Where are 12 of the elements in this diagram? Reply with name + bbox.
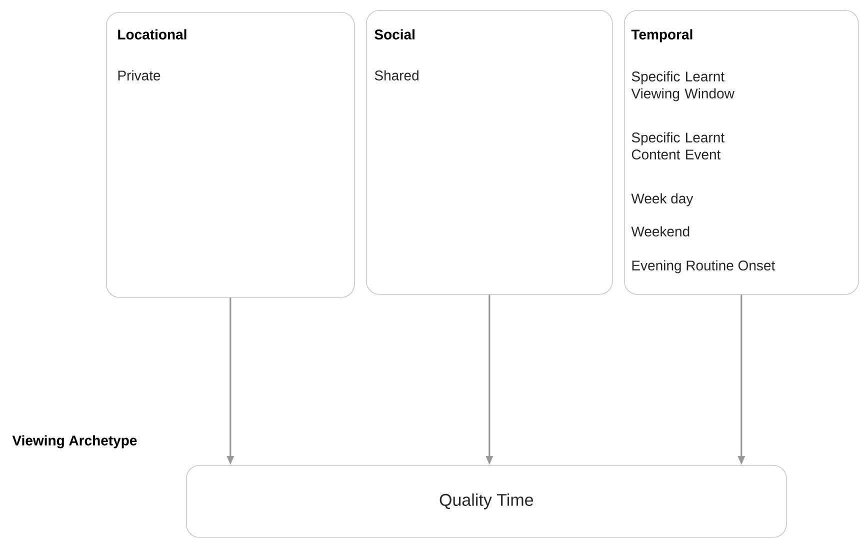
list-item: Specific Learnt Content Event [632,132,724,160]
heading: Social [374,29,414,40]
list-item: Evening Routine Onset [632,260,776,274]
result-box: Quality Time [186,465,787,538]
list-item: Week day [631,193,694,206]
label: Viewing Archetype [12,435,137,448]
list-item: Weekend [631,226,690,236]
list-item: Private [118,70,160,80]
heading: Temporal [631,29,692,42]
list-item: Shared [374,70,418,80]
list-item: Specific Learnt Viewing Window [631,71,734,102]
heading: Locational [118,29,186,40]
